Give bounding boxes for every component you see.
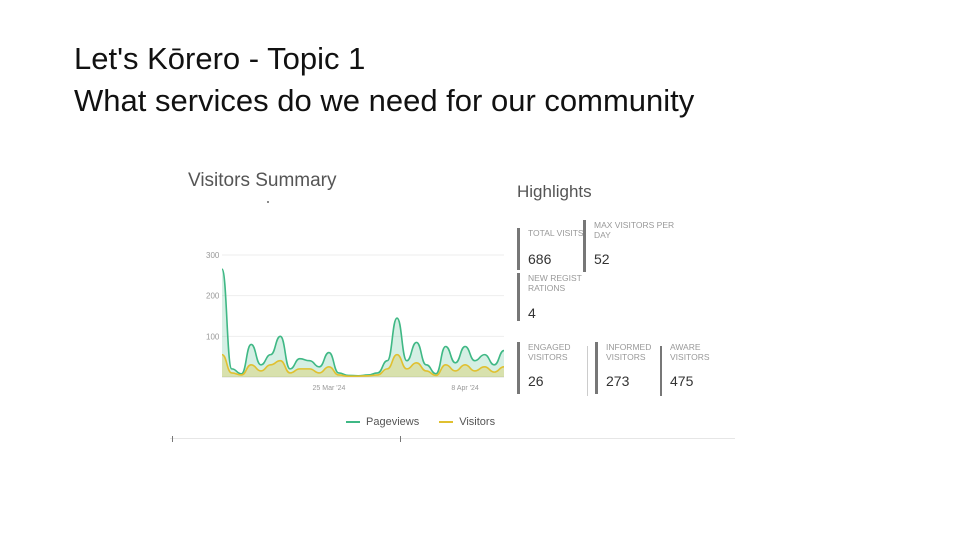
legend-swatch-visitors [439, 421, 454, 423]
bottom-divider [170, 438, 735, 439]
bottom-tick-mark [400, 436, 401, 442]
stat-label-total-visits: TOTAL VISITS [528, 228, 584, 238]
legend-item-visitors[interactable]: Visitors [439, 416, 495, 428]
stat-engaged-visitors: ENGAGED VISITORS 26 [517, 342, 588, 394]
chart-legend: Pageviews Visitors [346, 416, 495, 428]
stat-label-informed-visitors: INFORMED VISITORS [606, 342, 652, 362]
stat-informed-visitors: INFORMED VISITORS 273 [595, 342, 664, 394]
visitors-chart: 100 200 300 25 Mar '24 8 Apr '24 [206, 251, 505, 392]
y-tick-label: 300 [206, 251, 220, 260]
series-line-visitors [221, 353, 505, 377]
analytics-screenshot: Visitors Summary 100 200 300 25 Mar '24 8 Ap… [170, 160, 740, 450]
slide-title-line-1: Let's Kōrero - Topic 1 [74, 41, 366, 76]
stat-total-visits: TOTAL VISITS 686 [517, 228, 586, 270]
stat-label-engaged-visitors: ENGAGED VISITORS [528, 342, 571, 362]
legend-label-visitors: Visitors [459, 416, 496, 428]
stat-value-max-visitors: 52 [594, 251, 610, 267]
slide-title-line-2: What services do we need for our communi… [74, 83, 695, 118]
stat-divider [587, 346, 588, 396]
stat-divider [660, 346, 662, 396]
visitors-summary-title: Visitors Summary [188, 170, 337, 191]
stat-label-max-visitors: MAX VISITORS PER DAY [594, 220, 675, 240]
y-tick-label: 100 [206, 332, 220, 341]
x-tick-label: 8 Apr '24 [451, 385, 479, 392]
x-tick-label: 25 Mar '24 [313, 385, 346, 392]
stat-new-registrations: NEW REGISTRATIONS 4 [517, 273, 586, 321]
bottom-tick-mark [172, 436, 173, 442]
decorative-dot [267, 201, 269, 203]
legend-label-pageviews: Pageviews [366, 416, 420, 428]
legend-item-pageviews[interactable]: Pageviews [346, 416, 419, 428]
stat-max-visitors-per-day: MAX VISITORS PER DAY 52 [583, 220, 694, 272]
stat-value-aware-visitors: 475 [670, 373, 694, 389]
stat-value-new-registrations: 4 [528, 305, 536, 321]
legend-swatch-pageviews [346, 421, 360, 423]
stat-label-aware-visitors: AWARE VISITORS [670, 342, 710, 362]
stat-label-new-registrations: NEW REGISTRATIONS [528, 273, 582, 293]
slide-title: Let's Kōrero - Topic 1 What services do … [74, 38, 694, 122]
series-area-pageviews [222, 269, 504, 377]
stat-aware-visitors: AWARE VISITORS 475 [670, 342, 730, 394]
stat-value-total-visits: 686 [528, 251, 552, 267]
highlights-title: Highlights [517, 182, 592, 201]
y-tick-label: 200 [206, 292, 220, 301]
stat-value-informed-visitors: 273 [606, 373, 630, 389]
stat-value-engaged-visitors: 26 [528, 373, 544, 389]
